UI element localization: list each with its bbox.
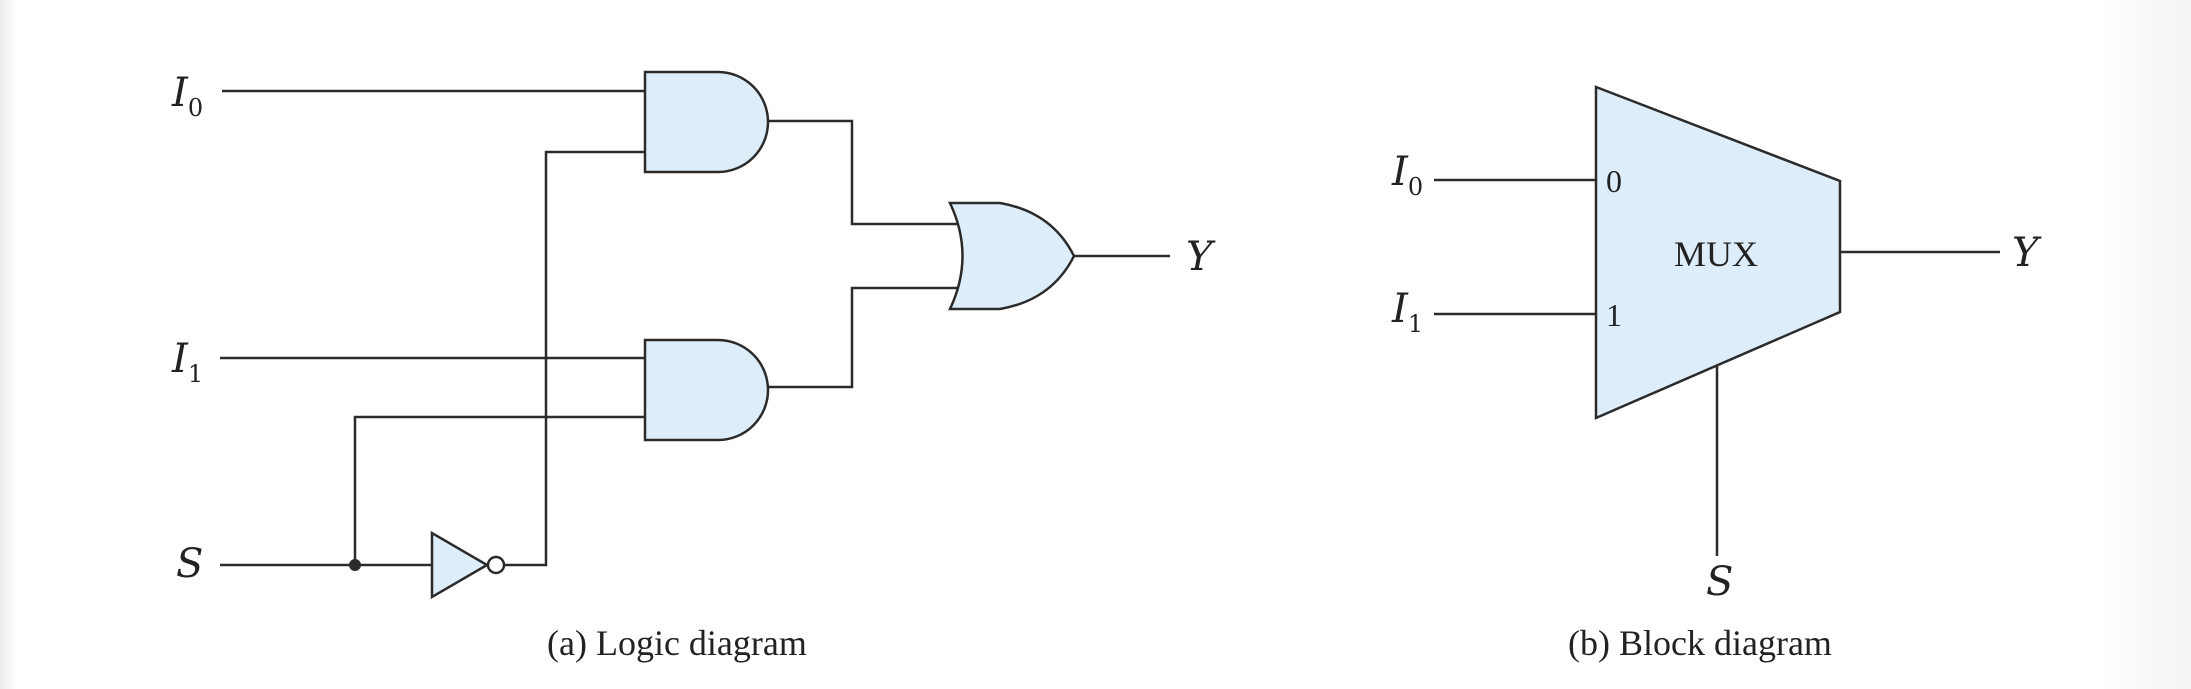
left-edge-strip (0, 0, 18, 689)
label-y-block: Y (2012, 230, 2042, 276)
label-y-logic: Y (1186, 234, 1216, 280)
mux-block (1594, 85, 1842, 420)
junction-dot (349, 559, 361, 571)
or-gate (948, 201, 1076, 311)
wire-not-s-to-and1 (505, 150, 645, 567)
right-edge-strip (2101, 0, 2191, 689)
not-gate (430, 530, 490, 600)
not-bubble (486, 555, 506, 575)
block-diagram: MUX I0 I1 0 1 Y S (b) Block diagram (1391, 85, 2042, 663)
wire-s-to-and2 (353, 415, 645, 565)
label-s-block: S (1706, 559, 1733, 605)
wire-and1-to-or (767, 119, 965, 226)
caption-logic: (a) Logic diagram (547, 623, 807, 663)
and-gate-2 (643, 338, 770, 442)
label-block-i0: I0 (1391, 149, 1423, 201)
label-block-i1: I1 (1391, 286, 1423, 338)
wire-and2-to-or (767, 286, 965, 389)
port-0-label: 0 (1606, 163, 1622, 199)
label-s: S (176, 541, 203, 587)
mux-label: MUX (1674, 234, 1758, 274)
port-1-label: 1 (1606, 297, 1622, 333)
logic-diagram: I0 I1 S Y (a) Logic diagram (171, 70, 1216, 663)
label-i0: I0 (171, 70, 203, 122)
label-i1: I1 (171, 336, 203, 388)
and-gate-1 (643, 70, 770, 174)
caption-block: (b) Block diagram (1568, 623, 1832, 663)
